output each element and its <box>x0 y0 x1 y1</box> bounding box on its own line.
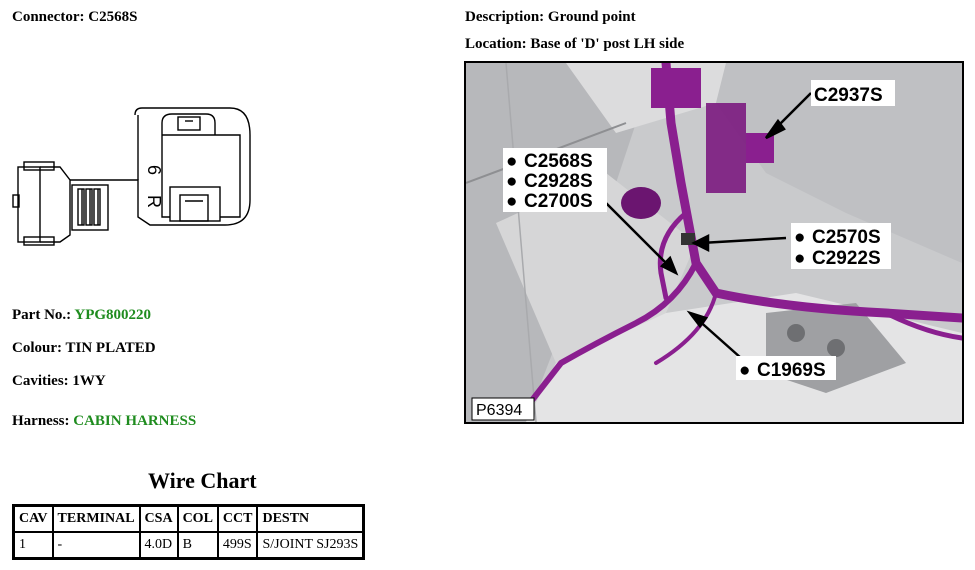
harness-value: CABIN HARNESS <box>73 413 197 429</box>
location-illustration: C2937S ● C2568S ● C2928S ● C2700S ● C257… <box>466 63 962 422</box>
header-col: COL <box>176 504 219 533</box>
colour-line: Colour: TIN PLATED <box>12 340 156 357</box>
connector-line: Connector: C2568S <box>12 9 137 26</box>
callout-c2568s: C2568S <box>524 151 593 172</box>
connector-value: C2568S <box>88 9 138 25</box>
connector-label: Connector: <box>12 9 85 25</box>
harness-label: Harness: <box>12 413 70 429</box>
photo-ref: P6394 <box>476 402 522 419</box>
bullet-3: ● <box>506 191 517 212</box>
cell-csa: 4.0D <box>138 531 179 560</box>
connector-face-drawing: 6 R <box>12 107 251 246</box>
part-no-label: Part No.: <box>12 307 72 323</box>
location-line: Location: Base of 'D' post LH side <box>465 36 684 53</box>
face-text-r: R <box>144 195 164 208</box>
colour-label: Colour: <box>12 340 62 356</box>
location-value: Base of 'D' post LH side <box>530 36 685 52</box>
part-no-value: YPG800220 <box>74 307 152 323</box>
cavities-label: Cavities: <box>12 373 69 389</box>
header-terminal: TERMINAL <box>51 504 141 533</box>
cell-cct: 499S <box>216 531 259 560</box>
callout-c1969s: C1969S <box>757 360 826 381</box>
bullet-4: ● <box>794 227 805 248</box>
cavities-value: 1WY <box>72 373 106 389</box>
callout-c2928s: C2928S <box>524 171 593 192</box>
callout-c2922s: C2922S <box>812 248 881 269</box>
cell-destn: S/JOINT SJ293S <box>256 531 365 560</box>
cavities-line: Cavities: 1WY <box>12 373 106 390</box>
description-value: Ground point <box>547 9 636 25</box>
part-no-line: Part No.: YPG800220 <box>12 307 151 324</box>
callout-c2937s: C2937S <box>814 85 883 106</box>
description-label: Description: <box>465 9 545 25</box>
bullet-5: ● <box>794 248 805 269</box>
header-destn: DESTN <box>256 504 365 533</box>
callout-c2700s: C2700S <box>524 191 593 212</box>
description-line: Description: Ground point <box>465 9 636 26</box>
face-text-6: 6 <box>144 165 164 175</box>
harness-line: Harness: CABIN HARNESS <box>12 413 196 430</box>
bullet-1: ● <box>506 151 517 172</box>
cell-terminal: - <box>51 531 141 560</box>
wire-chart-title: Wire Chart <box>148 468 257 493</box>
bullet-2: ● <box>506 171 517 192</box>
location-photo: C2937S ● C2568S ● C2928S ● C2700S ● C257… <box>464 61 964 424</box>
table-row: 1 - 4.0D B 499S S/JOINT SJ293S <box>12 531 365 560</box>
header-cav: CAV <box>12 504 54 533</box>
header-cct: CCT <box>216 504 259 533</box>
cell-col: B <box>176 531 219 560</box>
location-label: Location: <box>465 36 527 52</box>
header-csa: CSA <box>138 504 179 533</box>
colour-value: TIN PLATED <box>65 340 156 356</box>
callout-c2570s: C2570S <box>812 227 881 248</box>
wire-chart-table: CAV TERMINAL CSA COL CCT DESTN 1 - 4.0D … <box>12 504 366 560</box>
bullet-6: ● <box>739 360 750 381</box>
table-header-row: CAV TERMINAL CSA COL CCT DESTN <box>12 504 365 533</box>
cell-cav: 1 <box>12 531 54 560</box>
